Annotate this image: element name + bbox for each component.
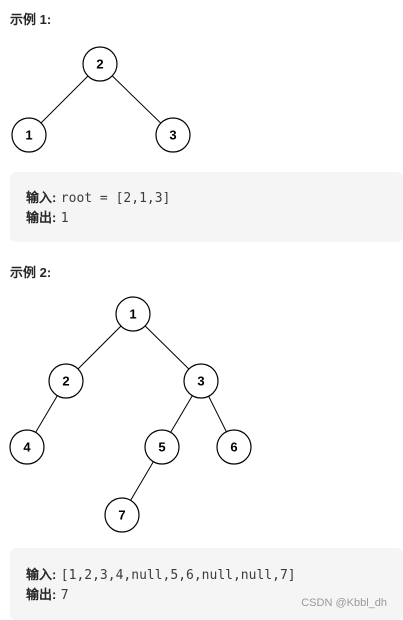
example-1-tree: 2 1 3 — [11, 46, 191, 153]
example-1-code-block: 输入: root = [2,1,3] 输出: 1 — [10, 172, 403, 242]
input-value: [1,2,3,4,null,5,6,null,null,7] — [60, 568, 296, 583]
output-label: 输出: — [26, 210, 57, 225]
input-line: 输入: root = [2,1,3] — [26, 188, 403, 208]
tree-node: 1 — [11, 117, 47, 153]
tree-node: 1 — [115, 296, 151, 332]
tree-node: 5 — [144, 429, 180, 465]
tree-node-value: 3 — [169, 128, 176, 143]
tree-node-value: 6 — [230, 440, 237, 455]
tree-node: 6 — [216, 429, 252, 465]
input-label: 输入: — [26, 190, 57, 205]
example-2-tree: 1 2 3 4 5 6 7 — [9, 296, 252, 533]
tree-node-value: 5 — [158, 440, 165, 455]
output-value: 7 — [60, 588, 69, 603]
tree-node: 3 — [183, 363, 219, 399]
tree-node-value: 1 — [129, 307, 136, 322]
output-line: 输出: 7 — [26, 585, 403, 605]
tree-node: 2 — [82, 46, 118, 82]
csdn-watermark: CSDN @Kbbl_dh — [301, 597, 387, 609]
example-1-heading: 示例 1: — [10, 12, 52, 27]
tree-node-value: 7 — [118, 508, 125, 523]
tree-node: 7 — [104, 497, 140, 533]
output-value: 1 — [60, 211, 69, 226]
input-value: root = [2,1,3] — [60, 191, 171, 206]
tree-node-value: 1 — [25, 128, 32, 143]
input-line: 输入: [1,2,3,4,null,5,6,null,null,7] — [26, 565, 403, 585]
tree-node: 2 — [48, 363, 84, 399]
tree-node-value: 3 — [197, 374, 204, 389]
example-2-heading: 示例 2: — [10, 265, 52, 280]
output-label: 输出: — [26, 587, 57, 602]
tree-node-value: 2 — [96, 57, 103, 72]
tree-node: 4 — [9, 429, 45, 465]
example-2-code-block: 输入: [1,2,3,4,null,5,6,null,null,7] 输出: 7 — [10, 548, 403, 620]
tree-node-value: 2 — [62, 374, 69, 389]
input-label: 输入: — [26, 567, 57, 582]
tree-node: 3 — [155, 117, 191, 153]
tree-node-value: 4 — [23, 440, 31, 455]
output-line: 输出: 1 — [26, 208, 403, 228]
